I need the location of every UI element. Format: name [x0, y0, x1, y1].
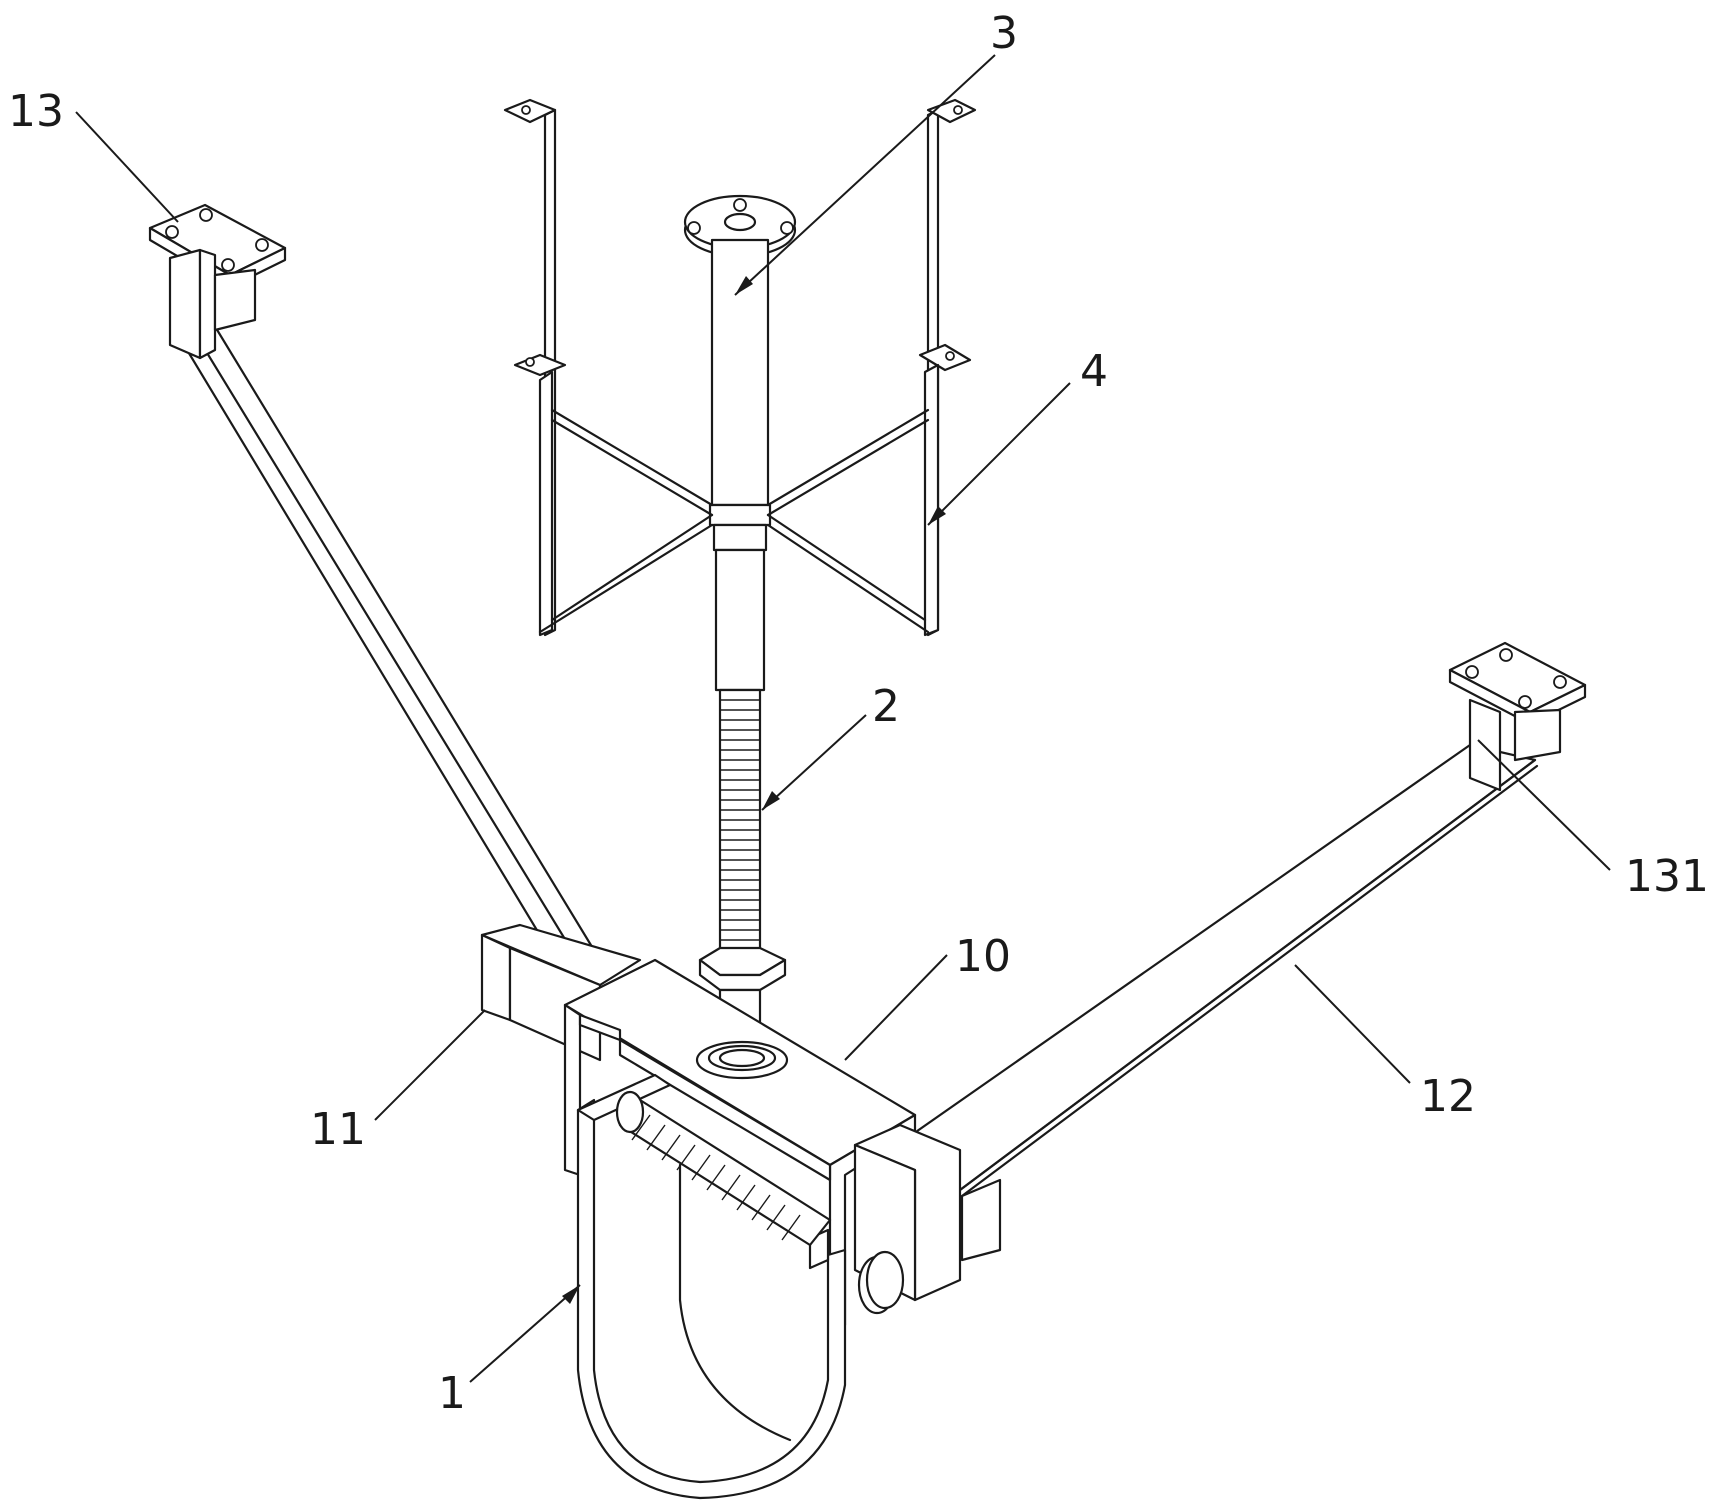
- clamp-block-10: [563, 958, 917, 1332]
- right-collar: [853, 1123, 962, 1315]
- tube-3: [683, 194, 797, 692]
- callout-label-11: 11: [310, 1104, 366, 1155]
- threaded-rod-2: [698, 688, 787, 1052]
- callout-label-1: 1: [438, 1368, 466, 1419]
- right-arm-12: [888, 743, 1539, 1262]
- callout-label-3: 3: [990, 8, 1018, 59]
- roller: [615, 1090, 832, 1247]
- callout-label-4: 4: [1080, 346, 1108, 397]
- leader-lines: [75, 54, 1611, 1383]
- frame-4: [503, 98, 977, 637]
- callout-label-13: 13: [8, 86, 64, 137]
- callout-label-12: 12: [1420, 1071, 1476, 1122]
- left-arm-11: [173, 308, 642, 1062]
- callout-label-2: 2: [872, 681, 900, 732]
- callout-label-10: 10: [955, 931, 1011, 982]
- left-mount-plate-13: [148, 203, 287, 360]
- right-mount-plate-131: [1448, 641, 1587, 792]
- callout-label-131: 131: [1625, 851, 1709, 902]
